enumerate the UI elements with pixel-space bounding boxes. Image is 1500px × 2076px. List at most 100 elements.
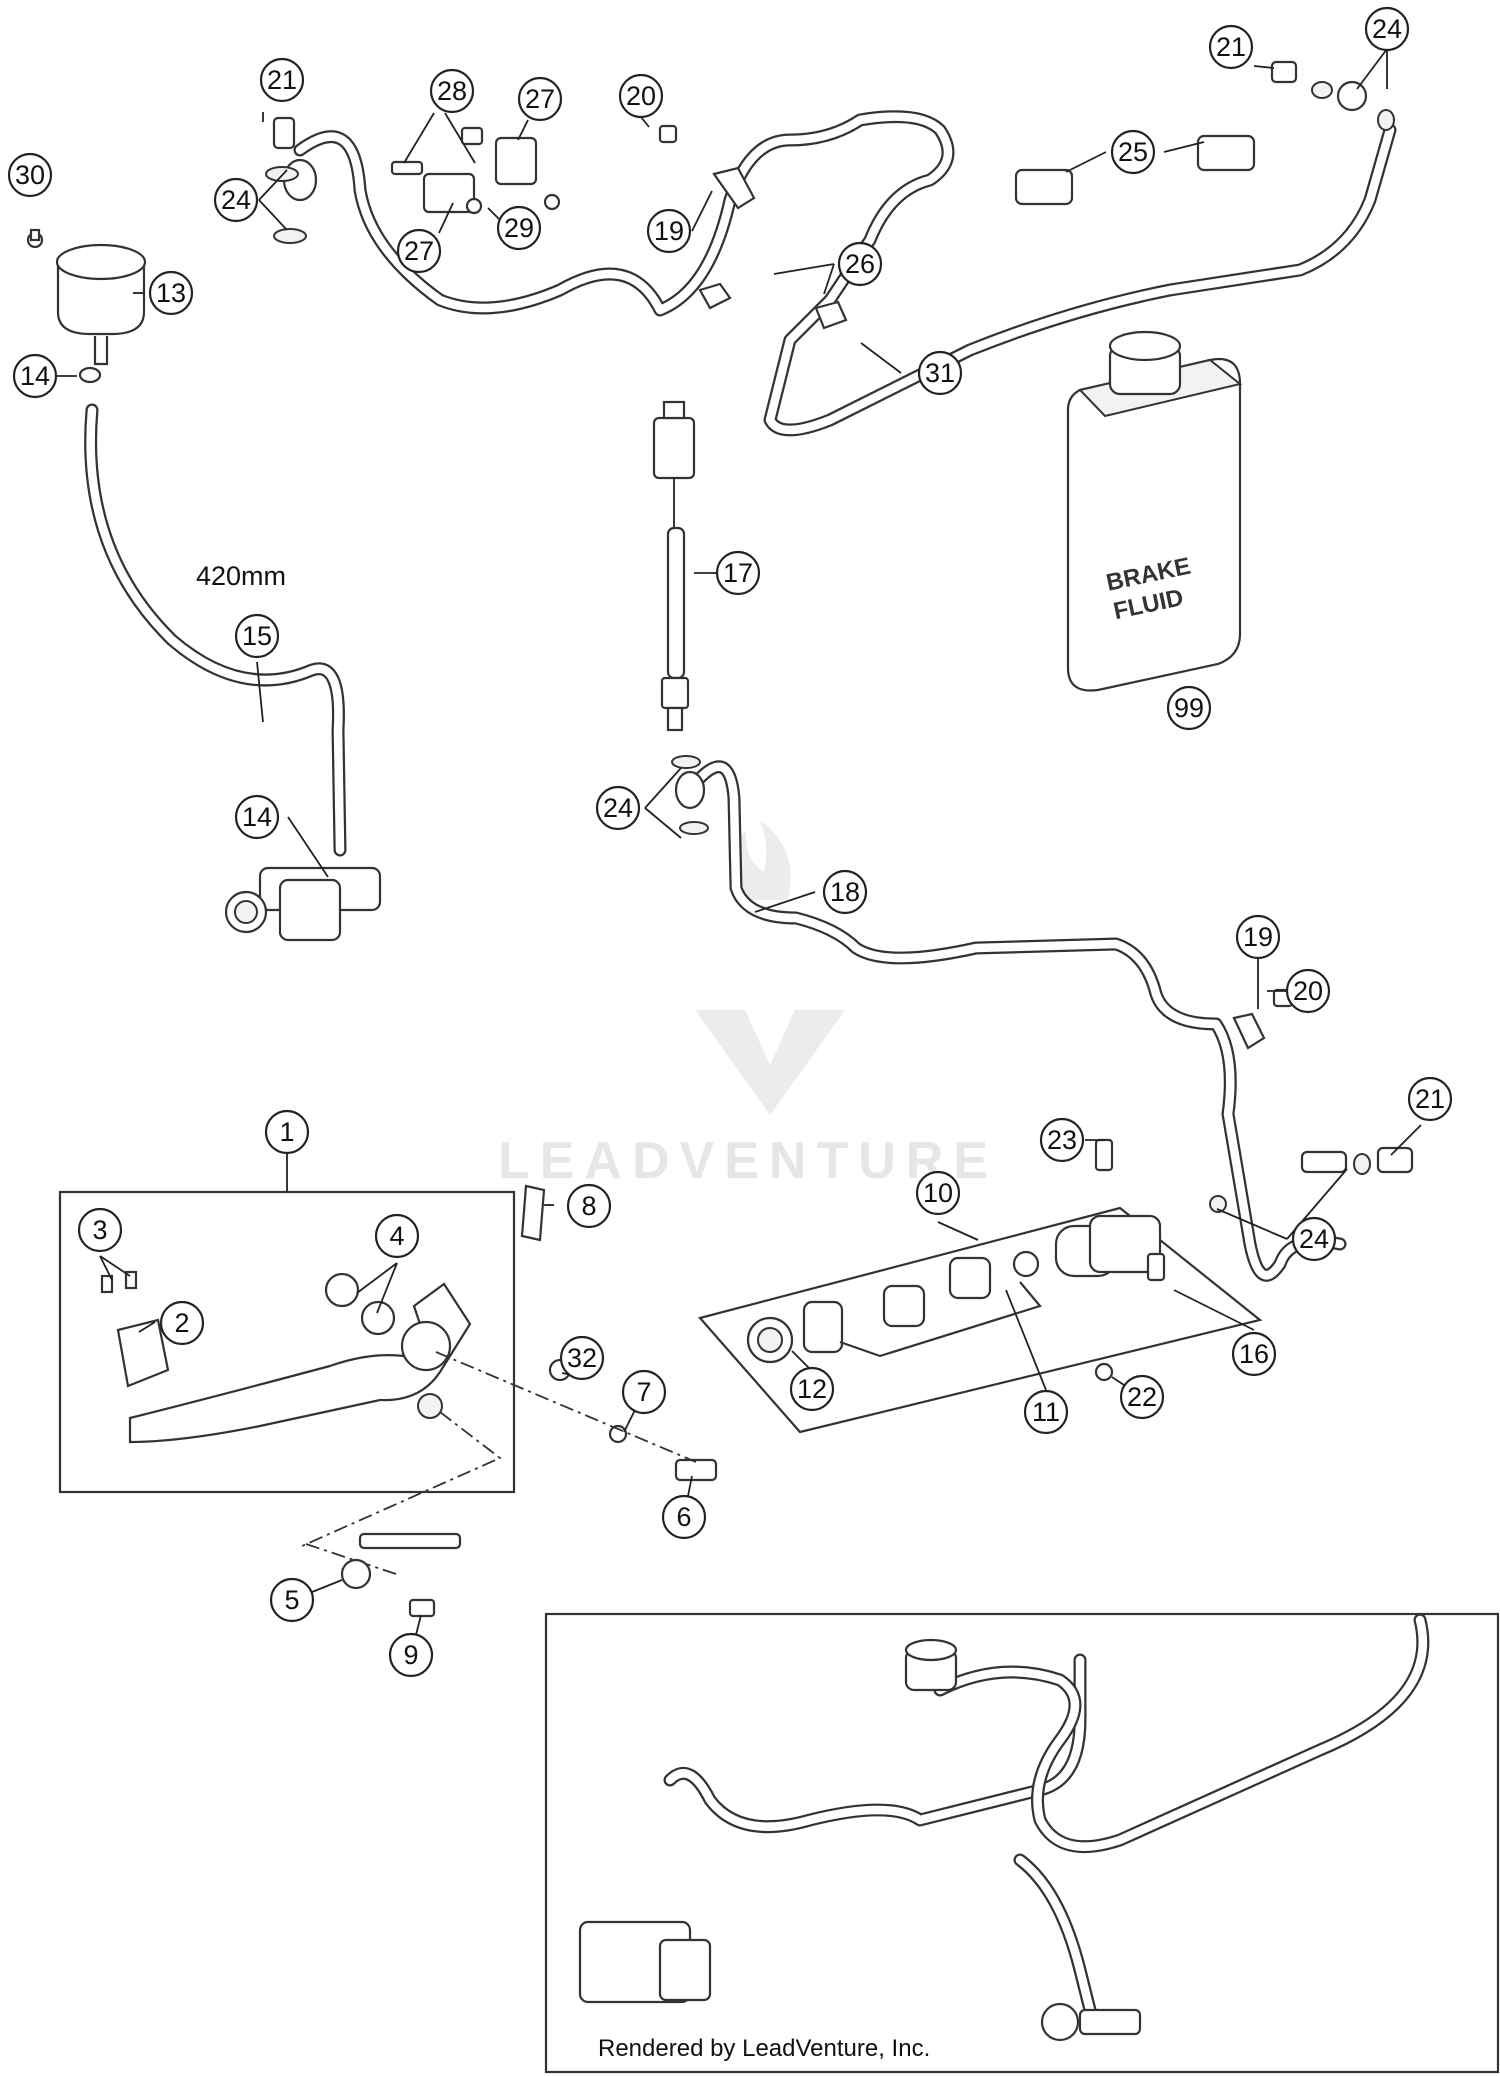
svg-text:6: 6 (676, 1502, 691, 1532)
callout-12: 12 (789, 1366, 835, 1412)
svg-text:16: 16 (1239, 1339, 1269, 1369)
svg-text:19: 19 (1243, 922, 1273, 952)
svg-text:7: 7 (636, 1377, 651, 1407)
svg-text:32: 32 (567, 1343, 597, 1373)
svg-text:9: 9 (403, 1640, 418, 1670)
callout-14-top: 14 (12, 353, 58, 399)
banjo-fitting-middle (671, 755, 709, 835)
brake-light-switch (652, 400, 696, 732)
svg-text:24: 24 (603, 793, 633, 823)
svg-text:28: 28 (437, 76, 467, 106)
callout-27-bottom: 27 (396, 228, 442, 274)
callout-14-bottom: 14 (234, 794, 280, 840)
return-spring (520, 1184, 546, 1242)
callout-18: 18 (822, 869, 868, 915)
svg-text:21: 21 (267, 65, 297, 95)
svg-text:24: 24 (221, 185, 251, 215)
callout-17: 17 (715, 550, 761, 596)
pivot-hardware (301, 1351, 718, 1618)
banjo-fitting-top-right (1270, 60, 1395, 131)
svg-text:29: 29 (504, 213, 534, 243)
svg-text:19: 19 (654, 216, 684, 246)
callout-31: 31 (917, 350, 963, 396)
callout-15: 15 (234, 613, 280, 659)
svg-text:26: 26 (845, 249, 875, 279)
pedal-screws (100, 1270, 138, 1294)
svg-text:20: 20 (1293, 976, 1323, 1006)
brake-fluid-reservoir (55, 243, 147, 366)
svg-text:24: 24 (1299, 1224, 1329, 1254)
callout-24-middle: 24 (595, 785, 641, 831)
svg-text:99: 99 (1174, 693, 1204, 723)
banjo-fitting-top-left (265, 116, 318, 244)
callout-99: 99 (1166, 685, 1212, 731)
watermark: LEADVENTURE (498, 820, 998, 1190)
svg-text:18: 18 (830, 877, 860, 907)
svg-text:11: 11 (1032, 1397, 1060, 1427)
svg-text:8: 8 (581, 1191, 596, 1221)
callout-29: 29 (496, 205, 542, 251)
svg-text:20: 20 (626, 81, 656, 111)
svg-text:12: 12 (797, 1374, 827, 1404)
callout-21-right: 21 (1407, 1076, 1453, 1122)
svg-text:10: 10 (923, 1178, 953, 1208)
callout-10: 10 (915, 1170, 961, 1216)
credit-text: Rendered by LeadVenture, Inc. (598, 2035, 930, 2062)
callout-24-top-right: 24 (1364, 6, 1410, 52)
svg-text:2: 2 (174, 1308, 189, 1338)
svg-text:1: 1 (279, 1117, 294, 1147)
callout-16: 16 (1231, 1331, 1277, 1377)
svg-text:3: 3 (92, 1215, 107, 1245)
overview-inset-box (544, 1612, 1500, 2074)
svg-text:21: 21 (1415, 1084, 1445, 1114)
callout-27-top: 27 (517, 76, 563, 122)
svg-text:27: 27 (404, 236, 434, 266)
svg-text:14: 14 (242, 802, 272, 832)
callout-4: 4 (374, 1213, 420, 1259)
callout-20-middle: 20 (1285, 968, 1331, 1014)
callout-20-top: 20 (618, 73, 664, 119)
callout-19-middle: 19 (1235, 914, 1281, 960)
svg-text:4: 4 (389, 1221, 404, 1251)
svg-text:24: 24 (1372, 14, 1402, 44)
svg-text:30: 30 (15, 160, 45, 190)
callout-25: 25 (1110, 129, 1156, 175)
brake-fluid-can: BRAKE FLUID (1066, 330, 1243, 692)
svg-text:17: 17 (723, 558, 753, 588)
svg-text:31: 31 (925, 358, 955, 388)
callout-23: 23 (1039, 1117, 1085, 1163)
rear-master-cylinder (224, 866, 382, 942)
callout-1: 1 (264, 1109, 310, 1155)
svg-text:22: 22 (1127, 1382, 1157, 1412)
master-cylinder-kit (697, 1138, 1263, 1434)
callout-21-top-right: 21 (1208, 24, 1254, 70)
callout-11: 11 (1023, 1389, 1069, 1435)
hose-clamp-top (78, 366, 102, 384)
callout-9: 9 (388, 1632, 434, 1678)
banjo-fitting-right (1209, 1146, 1414, 1213)
callout-28: 28 (429, 68, 475, 114)
callout-2: 2 (159, 1300, 205, 1346)
callout-5: 5 (269, 1577, 315, 1623)
pedal-bushings (324, 1272, 396, 1336)
callout-21-top-left: 21 (259, 57, 305, 103)
svg-text:25: 25 (1118, 137, 1148, 167)
callout-24-right: 24 (1291, 1216, 1337, 1262)
callout-3: 3 (77, 1207, 123, 1253)
svg-text:27: 27 (525, 84, 555, 114)
leader-lines (57, 48, 1422, 1656)
watermark-text: LEADVENTURE (498, 1132, 998, 1190)
svg-text:14: 14 (20, 361, 50, 391)
brackets-top (390, 124, 848, 330)
callout-13: 13 (148, 270, 194, 316)
hose-length-label: 420mm (196, 561, 286, 591)
line-clips-top (1014, 134, 1256, 206)
callout-7: 7 (621, 1369, 667, 1415)
callout-24-top-left: 24 (213, 177, 259, 223)
callout-30: 30 (7, 152, 53, 198)
svg-text:21: 21 (1216, 32, 1246, 62)
clip-middle (1232, 988, 1294, 1050)
callout-6: 6 (661, 1494, 707, 1540)
callout-19-top: 19 (646, 208, 692, 254)
svg-text:23: 23 (1047, 1125, 1077, 1155)
